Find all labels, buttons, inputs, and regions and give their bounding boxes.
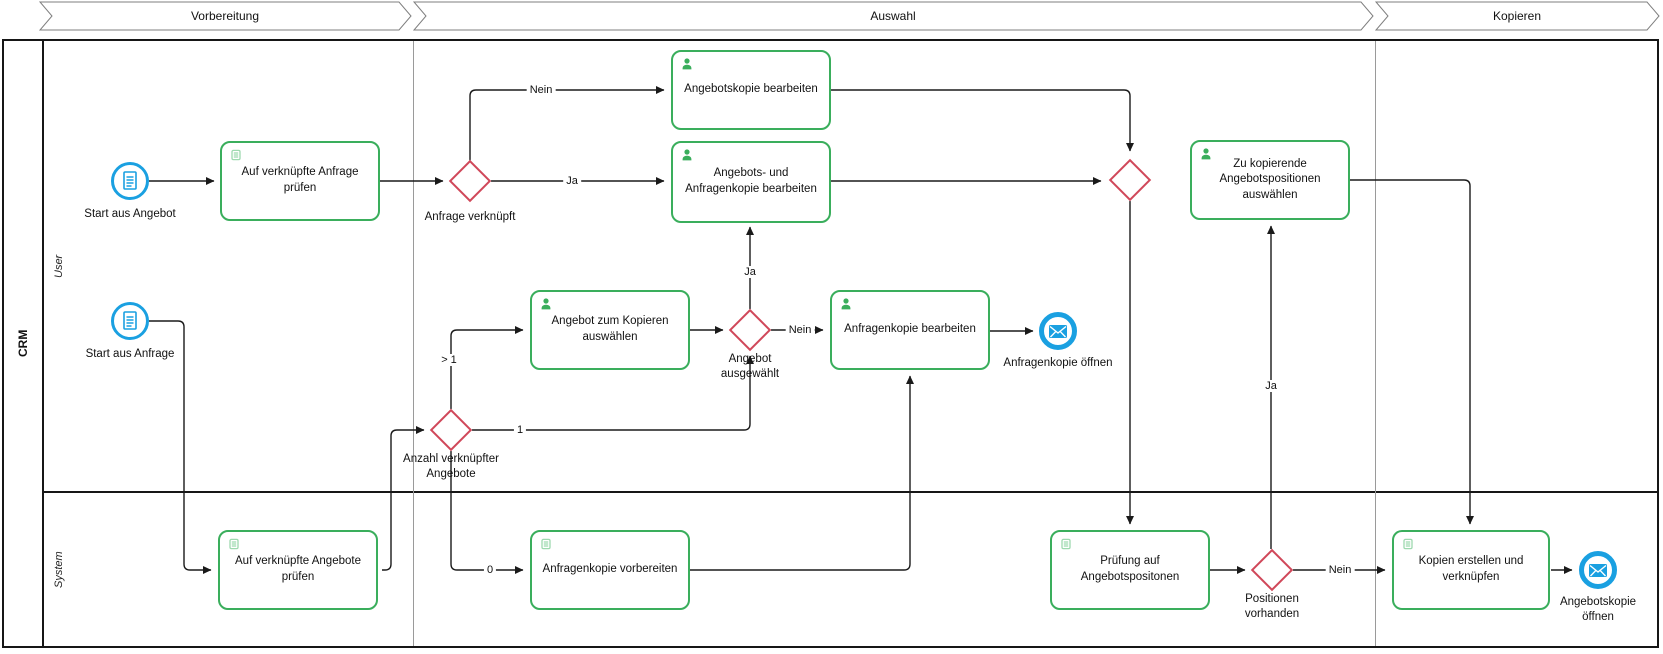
task-angebots-und-anfragenkopie-bearbeiten[interactable]: Angebots- und Anfragenkopie bearbeiten xyxy=(671,141,831,223)
task-label: Anfragenkopie bearbeiten xyxy=(844,323,976,336)
envelope-icon xyxy=(1589,564,1607,577)
start-event-angebot[interactable] xyxy=(111,162,149,200)
script-icon xyxy=(231,149,241,161)
pool-label: CRM xyxy=(16,329,30,358)
document-icon xyxy=(123,311,137,330)
start-event-anfrage[interactable] xyxy=(111,302,149,340)
task-label: Anfragenkopie vorbereiten xyxy=(542,563,678,576)
lane-divider xyxy=(42,491,1657,493)
gateway-anzahl-verknuepfter-angebote-label: Anzahl verknüpfter Angebote xyxy=(403,453,499,480)
flow-label-ja: Ja xyxy=(563,175,581,187)
task-kopien-erstellen-und-verknuepfen[interactable]: Kopien erstellen und verknüpfen xyxy=(1392,530,1550,610)
phase-header-band: Vorbereitung Auswahl Kopieren xyxy=(38,1,1660,31)
task-zu-kopierende-angebotspositionen-auswaehlen[interactable]: Zu kopierende Angebotspositionen auswähl… xyxy=(1190,140,1350,220)
end-event-angebotskopie-label: Angebotskopie öffnen xyxy=(1559,596,1637,623)
flow-label-nein: Nein xyxy=(785,324,815,336)
flow-label-nein: Nein xyxy=(526,84,556,96)
script-icon xyxy=(541,538,551,550)
task-label: Auf verknüpfte Anfrage prüfen xyxy=(241,166,359,194)
script-icon xyxy=(1403,538,1413,550)
flow-label-ja: Ja xyxy=(741,266,759,278)
phase-separator-2 xyxy=(1375,41,1376,646)
phase-separator-1 xyxy=(413,41,414,646)
script-icon xyxy=(229,538,239,550)
gateway-angebot-ausgewaehlt-label: Angebot ausgewählt xyxy=(720,353,780,380)
user-icon xyxy=(1201,148,1211,160)
gateway-anfrage-verknuepft-label: Anfrage verknüpft xyxy=(424,211,516,223)
document-icon xyxy=(123,171,137,190)
task-auf-verknuepfte-anfrage-pruefen[interactable]: Auf verknüpfte Anfrage prüfen xyxy=(220,141,380,221)
start-event-anfrage-label: Start aus Anfrage xyxy=(85,348,175,360)
end-event-angebotskopie[interactable] xyxy=(1579,551,1617,589)
task-label: Angebotskopie bearbeiten xyxy=(684,83,818,96)
task-pruefung-auf-angebotspositonen[interactable]: Prüfung auf Angebotspositonen xyxy=(1050,530,1210,610)
flow-label-nein: Nein xyxy=(1325,564,1355,576)
start-event-angebot-label: Start aus Angebot xyxy=(84,208,176,220)
flow-label-1: 1 xyxy=(513,424,527,436)
task-label: Angebot zum Kopieren auswählen xyxy=(551,315,669,343)
task-label: Kopien erstellen und verknüpfen xyxy=(1418,555,1524,583)
task-anfragenkopie-bearbeiten[interactable]: Anfragenkopie bearbeiten xyxy=(830,290,990,370)
task-angebotskopie-bearbeiten[interactable]: Angebotskopie bearbeiten xyxy=(671,50,831,130)
flow-label-groesser-1: > 1 xyxy=(438,354,460,366)
phase-chevron-kopieren[interactable] xyxy=(1374,1,1660,31)
script-icon xyxy=(1061,538,1071,550)
task-angebot-zum-kopieren-auswaehlen[interactable]: Angebot zum Kopieren auswählen xyxy=(530,290,690,370)
gateway-positionen-vorhanden-label: Positionen vorhanden xyxy=(1244,593,1300,620)
task-label: Prüfung auf Angebotspositonen xyxy=(1080,555,1180,583)
user-icon xyxy=(841,298,851,310)
phase-chevron-auswahl[interactable] xyxy=(412,1,1374,31)
task-label: Auf verknüpfte Angebote prüfen xyxy=(235,555,361,583)
envelope-icon xyxy=(1049,325,1067,338)
end-event-anfragenkopie-label: Anfragenkopie öffnen xyxy=(1003,357,1113,369)
flow-label-ja: Ja xyxy=(1262,380,1280,392)
flow-label-0: 0 xyxy=(483,564,497,576)
task-auf-verknuepfte-angebote-pruefen[interactable]: Auf verknüpfte Angebote prüfen xyxy=(218,530,378,610)
pool-header-divider xyxy=(42,41,44,646)
phase-label-kopieren: Kopieren xyxy=(1493,9,1541,23)
task-label: Zu kopierende Angebotspositionen auswähl… xyxy=(1219,157,1321,201)
lane-label-user: User xyxy=(53,254,65,278)
task-label: Angebots- und Anfragenkopie bearbeiten xyxy=(685,167,817,195)
phase-chevron-vorbereitung[interactable] xyxy=(38,1,412,31)
lane-label-system: System xyxy=(53,551,65,588)
user-icon xyxy=(541,298,551,310)
end-event-anfragenkopie[interactable] xyxy=(1039,312,1077,350)
task-anfragenkopie-vorbereiten[interactable]: Anfragenkopie vorbereiten xyxy=(530,530,690,610)
phase-label-auswahl: Auswahl xyxy=(870,9,915,23)
user-icon xyxy=(682,58,692,70)
user-icon xyxy=(682,149,692,161)
phase-label-vorbereitung: Vorbereitung xyxy=(191,9,259,23)
